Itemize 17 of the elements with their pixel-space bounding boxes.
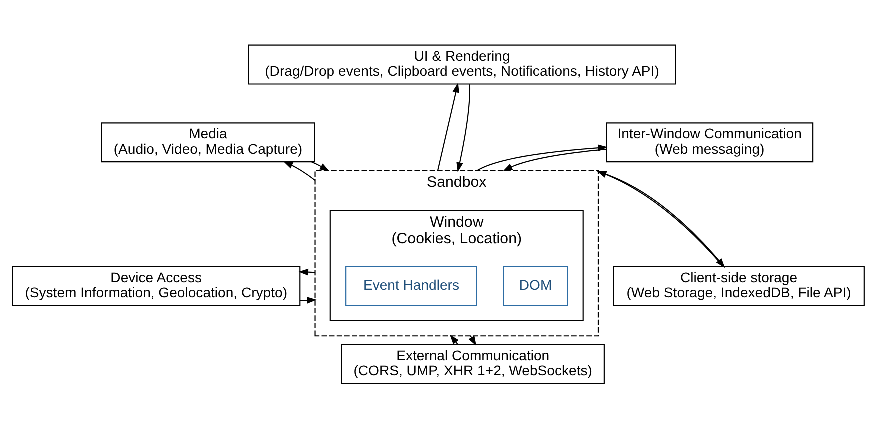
arrow xyxy=(477,144,608,171)
arrow xyxy=(298,268,316,276)
arrow xyxy=(502,148,607,171)
node-box: UI & Rendering (Drag/Drop events, Clipboard events, Notifications, History API) xyxy=(248,44,676,84)
arrow xyxy=(300,296,317,304)
node-box: Device Access (System Information, Geolocation, Crypto) xyxy=(12,266,301,306)
node-box: External Communication (CORS, UMP, XHR 1+2, WebSockets) xyxy=(341,344,605,384)
node-box: Media (Audio, Video, Media Capture) xyxy=(101,122,316,162)
node-box: Client-side storage (Web Storage, IndexedDB, File API) xyxy=(613,266,865,306)
node-box: Inter-Window Communication (Web messaging) xyxy=(606,122,814,162)
arrow xyxy=(312,161,330,172)
arrow xyxy=(437,82,460,170)
node-box: Event Handlers xyxy=(346,266,478,306)
node-box: DOM xyxy=(503,266,568,306)
arrow xyxy=(456,84,470,172)
arrow xyxy=(450,334,459,344)
arrow xyxy=(283,160,316,181)
